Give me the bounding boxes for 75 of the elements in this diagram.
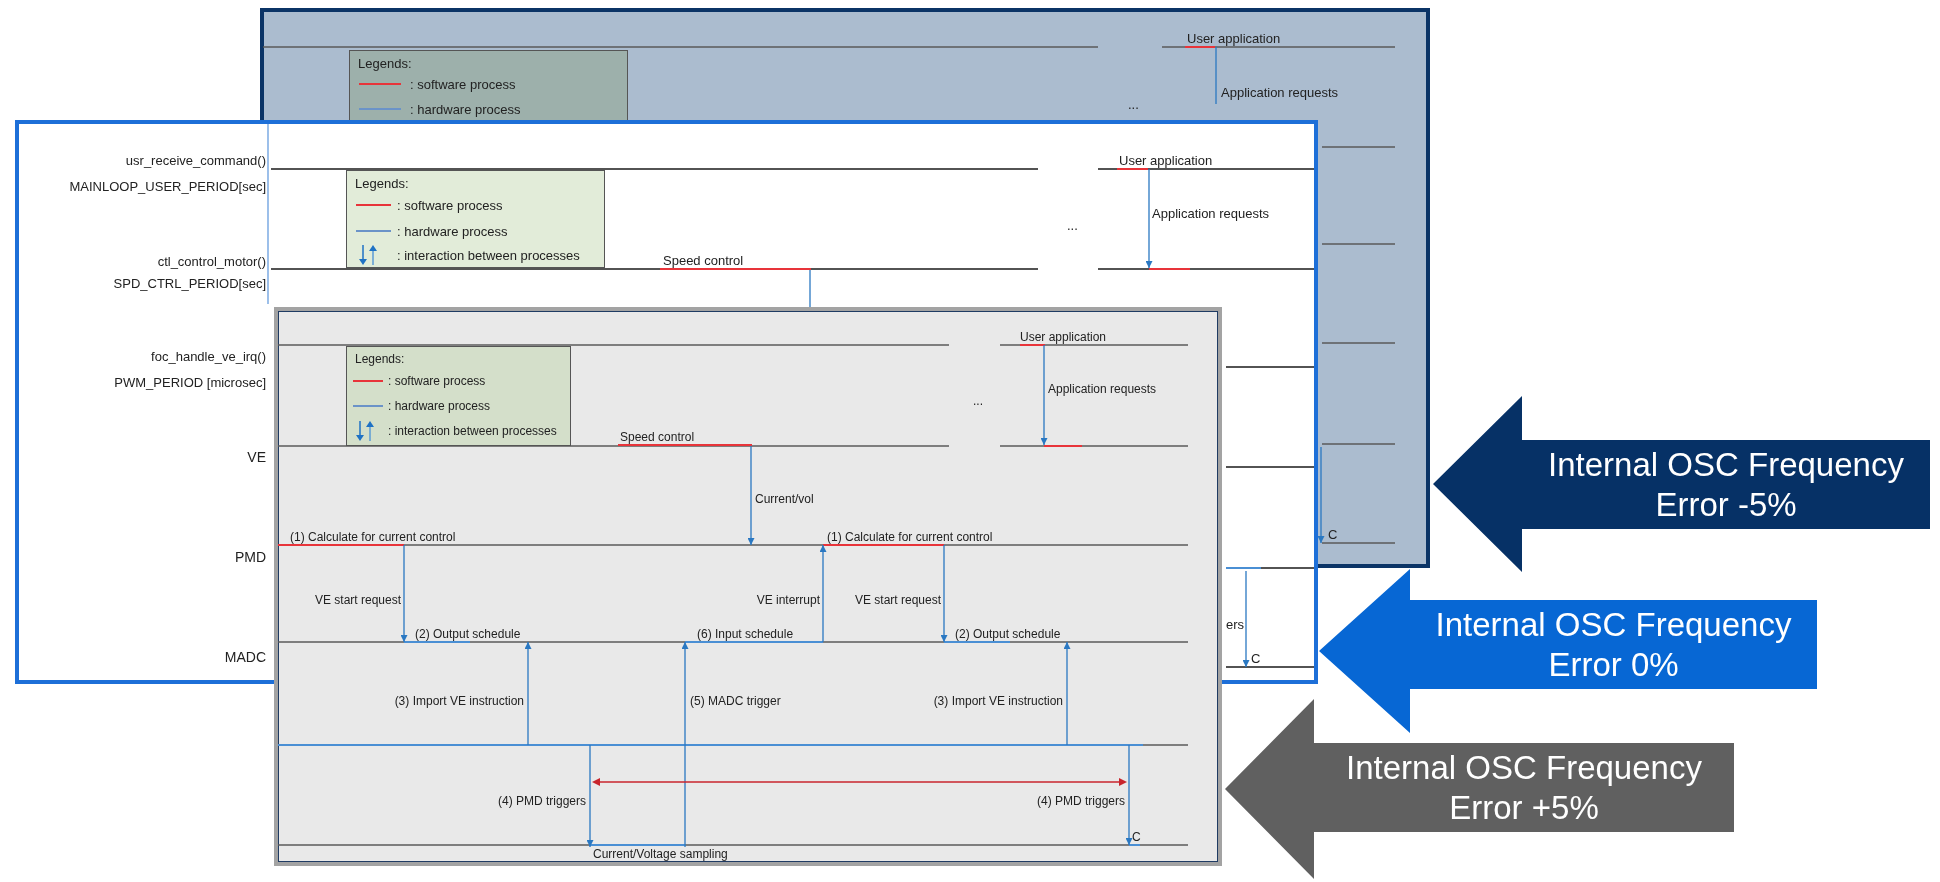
legend-entry: : interaction between processes: [397, 246, 580, 264]
process-label: C: [1129, 830, 1143, 845]
edge-label: VE start request: [854, 592, 941, 608]
row-label: ...: [1128, 95, 1139, 113]
arrow: [1040, 344, 1048, 446]
row-label: PMD: [234, 548, 266, 566]
row-label: SPD_CTRL_PERIOD[sec]: [113, 274, 266, 292]
arrow: [940, 544, 948, 643]
legend-title: Legends:: [355, 174, 409, 192]
edge-label: (4) PMD triggers: [498, 793, 586, 809]
arrow: [400, 544, 408, 643]
connector-line: [809, 269, 811, 308]
arrow: [524, 641, 532, 746]
arrow: [747, 445, 755, 546]
row-label: ...: [1067, 216, 1078, 234]
legend-title: Legends:: [355, 351, 405, 367]
legend-entry: : interaction between processes: [388, 423, 557, 439]
edge-label: Application requests: [1152, 204, 1270, 222]
row-label: MADC: [224, 648, 266, 666]
process-label: Speed control: [618, 430, 752, 446]
legend-entry: : hardware process: [410, 100, 521, 118]
legend-entry: : hardware process: [397, 222, 508, 240]
process-label: (2) Output schedule: [404, 627, 545, 642]
edge-label: (4) PMD triggers: [1037, 793, 1125, 809]
arrow: [1242, 570, 1250, 668]
edge-label: (3) Import VE instruction: [933, 693, 1063, 709]
legend-box: [346, 346, 571, 446]
row-label: ...: [973, 393, 983, 409]
legend-entry: : software process: [410, 75, 516, 93]
process-label: Current/Voltage sampling: [590, 847, 755, 862]
edge-label: (3) Import VE instruction: [394, 693, 524, 709]
row-label: foc_handle_ve_irq(): [151, 347, 266, 365]
row-label: MAINLOOP_USER_PERIOD[sec]: [69, 177, 266, 195]
edge-label: (5) MADC trigger: [690, 693, 781, 709]
process-label: (1) Calculate for current control: [823, 530, 1033, 545]
process-label: User application: [1117, 152, 1214, 169]
row-label: ers: [1226, 615, 1245, 633]
legend-box: [346, 170, 605, 268]
row-label: VE: [247, 448, 266, 466]
row-label: ctl_control_motor(): [157, 252, 266, 270]
edge-label: Application requests: [1048, 381, 1157, 397]
connector-line: [1215, 46, 1217, 105]
edge-label: Application requests: [1221, 83, 1339, 101]
arrow: [1317, 446, 1325, 544]
banner-text: Error -5%: [1655, 484, 1797, 525]
process-label: (6) Input schedule: [685, 627, 823, 642]
banner-text: Internal OSC Frequency: [1435, 604, 1792, 645]
legend-entry: : hardware process: [388, 398, 491, 414]
process-label: Speed control: [660, 252, 811, 270]
process-label: C: [1246, 650, 1262, 667]
process-label: (1) Calculate for current control: [288, 530, 493, 545]
banner-text: Error 0%: [1548, 644, 1679, 685]
edge-label: VE start request: [314, 592, 401, 608]
banner-text: Internal OSC Frequency: [1346, 747, 1702, 788]
row-label: usr_receive_command(): [125, 151, 266, 169]
process-label: (2) Output schedule: [944, 627, 1075, 642]
arrow: [681, 641, 689, 848]
edge-label: Current/vol: [755, 491, 814, 507]
legend-entry: : software process: [388, 373, 486, 389]
screenshot-panel: [274, 307, 1222, 866]
legend-box: [349, 50, 628, 120]
edge-label: VE interrupt: [756, 592, 820, 608]
row-label: PWM_PERIOD [microsec]: [114, 373, 266, 391]
arrow: [1145, 168, 1153, 269]
process-label: C: [1321, 526, 1337, 543]
arrow: [1063, 641, 1071, 746]
banner-text: Error +5%: [1449, 787, 1599, 828]
arrow: [586, 744, 594, 848]
banner-text: Internal OSC Frequency: [1548, 444, 1904, 485]
arrow: [819, 544, 827, 643]
process-label: User application: [1020, 330, 1120, 345]
legend-entry: : software process: [397, 196, 503, 214]
legend-title: Legends:: [358, 54, 412, 72]
arrow: [1125, 744, 1133, 846]
process-label: User application: [1185, 30, 1295, 47]
